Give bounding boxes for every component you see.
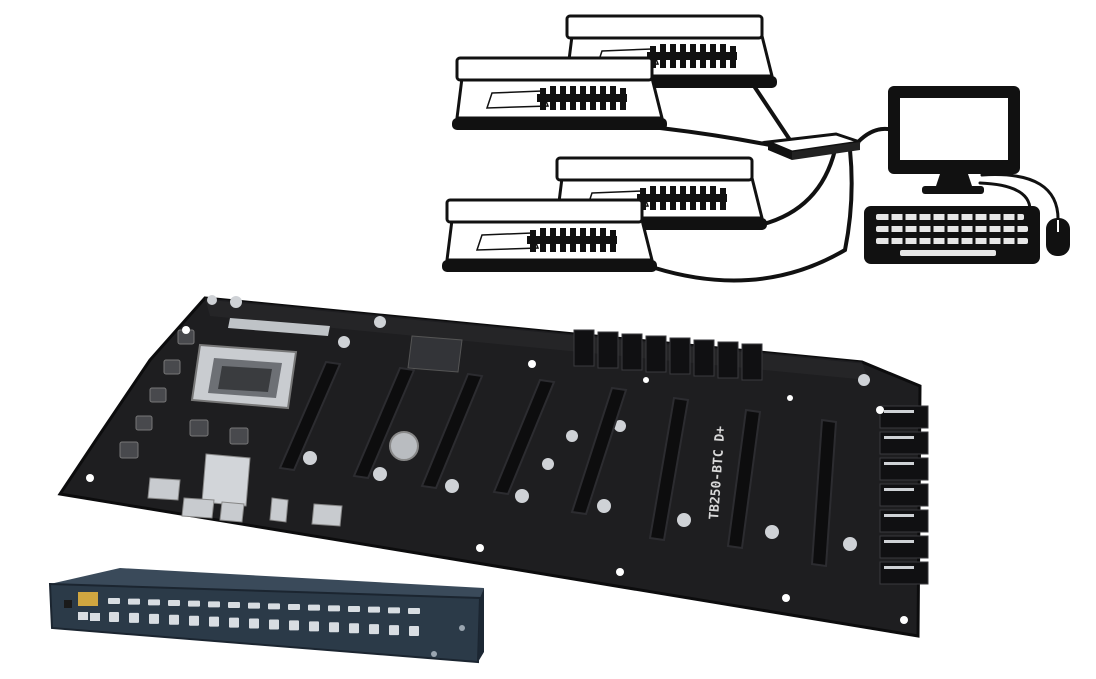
kvm-usb-port [229, 617, 239, 628]
kvm-usb-port [149, 613, 159, 624]
cable-rig-2 [658, 126, 777, 148]
kvm-usb-port [409, 626, 419, 636]
kvm-front-panel [48, 582, 482, 664]
kvm-hdmi-port [228, 602, 240, 608]
kvm-usb-port [389, 625, 399, 636]
kvm-usb-port [169, 614, 179, 625]
pcie-slot-1 [278, 360, 342, 472]
mounting-holes [86, 326, 908, 624]
edge-connectors [879, 405, 929, 585]
kvm-hdmi-port [268, 603, 280, 610]
kvm-hdmi-port [348, 606, 360, 612]
cpu-socket [190, 343, 298, 410]
pcie-slot-5 [570, 386, 628, 516]
motherboard-photo: TB250-BTC D+ [57, 295, 929, 638]
kvm-usb-port [129, 612, 139, 623]
pcie-slot-3 [420, 372, 484, 490]
mining-rig-icon-2 [450, 56, 669, 132]
io-ports [147, 453, 343, 527]
motherboard-model-label: TB250-BTC D+ [707, 425, 729, 520]
kvm-hdmi-port [208, 601, 220, 608]
cable-rig-4 [653, 148, 854, 283]
kvm-switch-device-photo [48, 568, 484, 664]
kvm-usb-port [309, 621, 319, 632]
kvm-usb-port [249, 618, 259, 629]
cable-mouse [980, 173, 1060, 224]
kvm-hdmi-port [368, 606, 380, 613]
pcie-slot-4 [492, 378, 556, 496]
pcie-slots [278, 360, 838, 568]
cable-keyboard [978, 181, 1032, 212]
cable-monitor [856, 126, 895, 144]
kvm-hdmi-port [288, 604, 300, 610]
kvm-hdmi-port [308, 604, 320, 611]
kvm-display [78, 592, 98, 606]
kvm-hdmi-port [168, 600, 180, 606]
power-connectors [573, 329, 763, 381]
mining-rig-icon-4 [440, 198, 659, 274]
kvm-hdmi-port [108, 598, 120, 604]
connection-diagram [653, 78, 1060, 283]
kvm-usb-port [269, 619, 279, 630]
kvm-hdmi-port [188, 600, 200, 607]
cable-rig-1 [748, 78, 792, 142]
kvm-usb-port [209, 616, 219, 627]
kvm-usb-port [109, 612, 119, 622]
capacitors [207, 295, 870, 551]
kvm-hdmi-port [248, 602, 260, 609]
vrm-chokes [119, 329, 249, 459]
pcie-slot-2 [352, 366, 416, 480]
cmos-battery [389, 431, 419, 461]
chipset-heatsink [407, 335, 463, 373]
cable-rig-3 [758, 148, 837, 227]
desktop-computer-icon [888, 86, 1020, 194]
kvm-usb-port [369, 624, 379, 635]
kvm-hdmi-port [328, 605, 340, 612]
pcie-slot-6 [648, 396, 690, 542]
keyboard-icon [864, 206, 1040, 264]
kvm-switch-icon [762, 132, 861, 160]
mouse-icon [1046, 218, 1070, 256]
kvm-hdmi-port [408, 608, 420, 614]
kvm-port-columns [108, 598, 420, 636]
kvm-usb-port [329, 622, 339, 633]
kvm-hdmi-port [388, 607, 400, 614]
kvm-hdmi-port [128, 598, 140, 605]
ram-slot [228, 318, 330, 336]
kvm-usb-port [349, 623, 359, 634]
pcie-slot-8 [810, 418, 838, 568]
kvm-usb-port [289, 620, 299, 631]
kvm-hdmi-port [148, 599, 160, 606]
pcie-slot-7 [726, 408, 762, 550]
kvm-usb-port [189, 615, 199, 626]
